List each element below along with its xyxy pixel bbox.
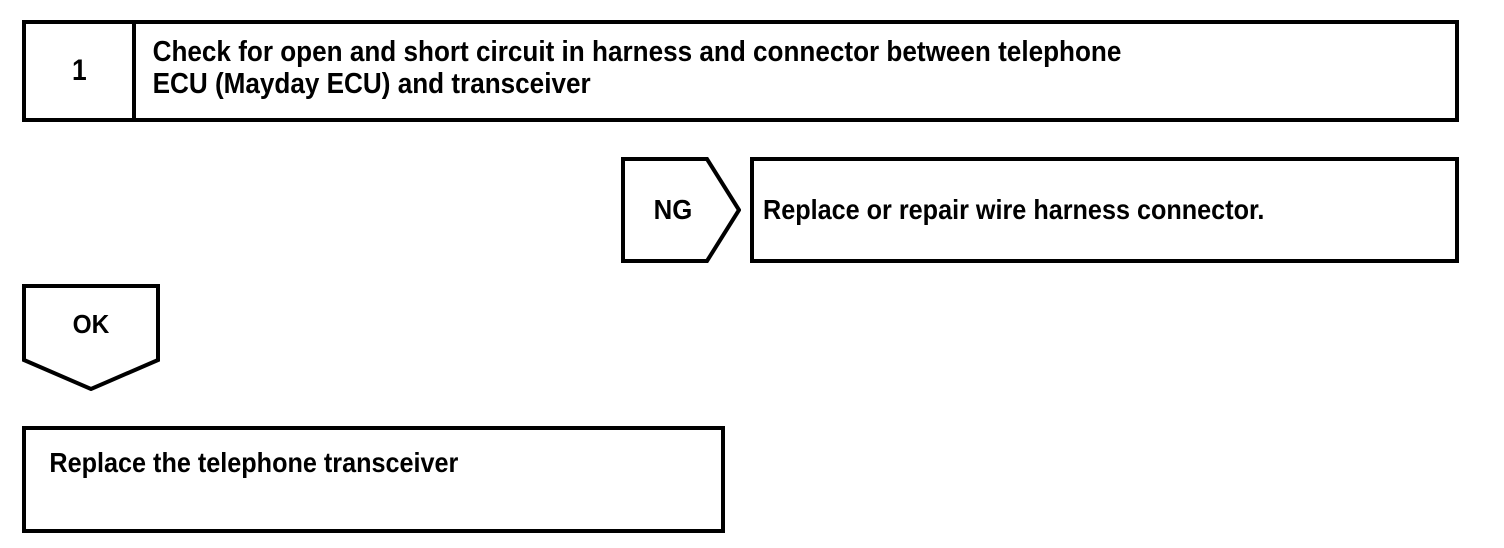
ok-result-box: Replace the telephone transceiver	[22, 426, 725, 533]
ng-arrow-icon	[621, 157, 741, 263]
ok-arrow-icon	[22, 284, 160, 391]
step-instruction-text: Check for open and short circuit in harn…	[152, 36, 1122, 101]
ng-result-text: Replace or repair wire harness connector…	[763, 193, 1265, 225]
ok-arrow-shape	[22, 284, 160, 391]
step-number-label: 1	[71, 54, 87, 87]
ng-result-box: Replace or repair wire harness connector…	[750, 157, 1459, 263]
ng-arrow-shape	[621, 157, 741, 263]
step-1-box: 1 Check for open and short circuit in ha…	[22, 20, 1459, 122]
step-instruction-cell: Check for open and short circuit in harn…	[140, 24, 1455, 118]
ok-result-text: Replace the telephone transceiver	[49, 447, 459, 478]
step-number-cell: 1	[26, 24, 136, 118]
